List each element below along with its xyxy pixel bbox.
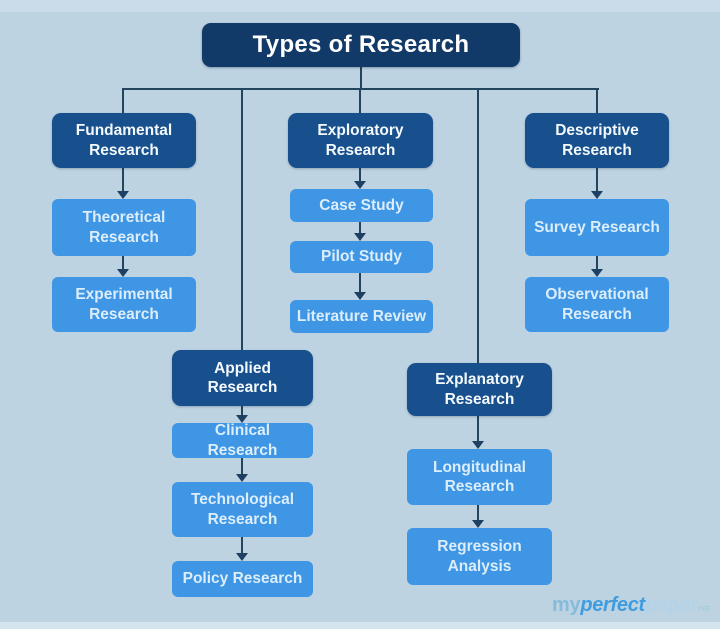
arrowhead-icon	[236, 415, 248, 423]
node-longitudinal-research: Longitudinal Research	[407, 449, 552, 505]
arrow-technological-policy	[241, 537, 243, 553]
arrow-exploratory-case-study	[359, 168, 361, 181]
connector-drop-fundamental	[122, 88, 124, 113]
watermark-my: my	[552, 594, 581, 616]
connector-drop-exploratory	[359, 88, 361, 113]
node-theoretical-research: Theoretical Research	[52, 199, 196, 256]
node-explanatory-research: Explanatory Research	[407, 363, 552, 416]
node-regression-analysis: Regression Analysis	[407, 528, 552, 585]
arrowhead-icon	[472, 520, 484, 528]
top-border-strip	[0, 0, 720, 12]
watermark-logo: myperfectpapernet	[552, 594, 717, 620]
watermark-tld: net	[697, 603, 710, 613]
arrow-clinical-technological	[241, 458, 243, 474]
arrowhead-icon	[472, 441, 484, 449]
arrowhead-icon	[591, 191, 603, 199]
arrow-survey-observational	[596, 256, 598, 269]
arrowhead-icon	[354, 292, 366, 300]
node-clinical-research: Clinical Research	[172, 422, 313, 459]
arrowhead-icon	[236, 474, 248, 482]
watermark-paper: paper	[644, 594, 698, 616]
node-survey-research: Survey Research	[525, 199, 669, 256]
arrow-theoretical-experimental	[122, 256, 124, 269]
node-exploratory-research: Exploratory Research	[288, 113, 433, 168]
connector-drop-applied	[241, 88, 243, 350]
node-applied-research: Applied Research	[172, 350, 313, 406]
node-technological-research: Technological Research	[172, 482, 313, 537]
arrowhead-icon	[354, 181, 366, 189]
arrow-applied-clinical	[241, 406, 243, 415]
connector-drop-descriptive	[596, 88, 598, 113]
connector-title-stem	[360, 67, 362, 89]
arrowhead-icon	[591, 269, 603, 277]
arrowhead-icon	[117, 269, 129, 277]
node-descriptive-research: Descriptive Research	[525, 113, 669, 168]
node-pilot-study: Pilot Study	[290, 241, 433, 273]
node-fundamental-research: Fundamental Research	[52, 113, 196, 168]
arrow-longitudinal-regression	[477, 505, 479, 520]
watermark-perfect: perfect	[580, 594, 645, 616]
node-literature-review: Literature Review	[290, 300, 433, 333]
diagram-title: Types of Research	[202, 23, 520, 67]
arrowhead-icon	[117, 191, 129, 199]
node-observational-research: Observational Research	[525, 277, 669, 332]
arrowhead-icon	[354, 233, 366, 241]
arrow-fundamental-theoretical	[122, 168, 124, 191]
connector-drop-explanatory	[477, 88, 479, 363]
arrow-pilot-study-literature-review	[359, 273, 361, 292]
arrow-descriptive-survey	[596, 168, 598, 191]
arrow-explanatory-longitudinal	[477, 416, 479, 441]
arrowhead-icon	[236, 553, 248, 561]
bottom-border-strip	[0, 622, 720, 629]
node-experimental-research: Experimental Research	[52, 277, 196, 332]
node-case-study: Case Study	[290, 189, 433, 222]
arrow-case-study-pilot-study	[359, 222, 361, 233]
node-policy-research: Policy Research	[172, 561, 313, 597]
